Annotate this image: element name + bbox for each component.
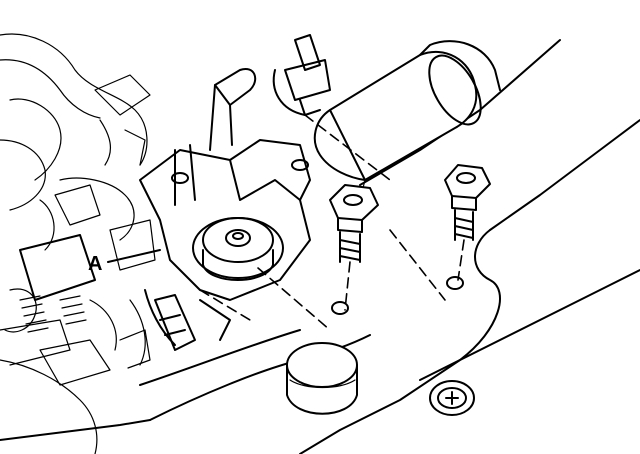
engine-background <box>0 33 156 454</box>
hub-cam <box>192 217 284 281</box>
bolt-icon <box>329 184 379 263</box>
connector-plug <box>272 34 331 116</box>
lower-clip <box>144 289 231 351</box>
alignment-lines <box>199 114 465 331</box>
mounting-holes <box>331 276 464 315</box>
callout-a: A <box>88 249 161 275</box>
bolt-icon <box>444 164 491 241</box>
callout-a-label: A <box>88 253 102 275</box>
phillips-screw-icon <box>429 380 475 416</box>
cap-icon <box>286 342 358 415</box>
housing-outline <box>0 39 640 454</box>
